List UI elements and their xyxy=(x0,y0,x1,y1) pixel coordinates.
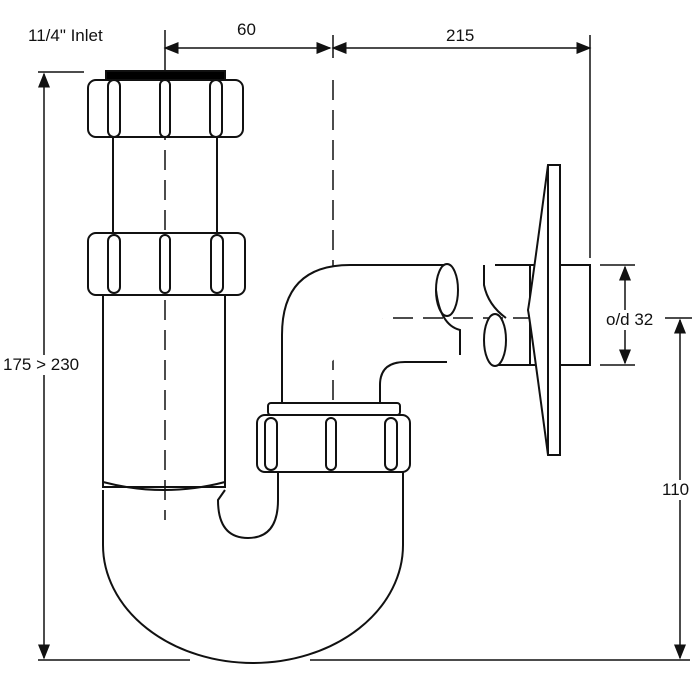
wall-plate xyxy=(526,164,561,456)
offset-60-label: 60 xyxy=(237,20,256,39)
inlet-label: 11/4" Inlet xyxy=(28,26,103,45)
height-range-label: 175 > 230 xyxy=(3,355,80,375)
top-nut xyxy=(87,79,244,138)
wall-pipe xyxy=(495,264,530,366)
offset-215-label: 215 xyxy=(446,26,475,45)
outlet-diameter-label: o/d 32 xyxy=(606,310,654,330)
outlet-nut xyxy=(256,402,411,473)
middle-nut xyxy=(87,232,246,296)
outlet-height-label: 110 xyxy=(662,480,690,500)
dimension-lines xyxy=(38,30,692,661)
u-bend xyxy=(102,472,404,664)
inlet-cap xyxy=(105,70,226,81)
lower-tube xyxy=(102,294,226,488)
elbow-pipe xyxy=(281,264,447,403)
